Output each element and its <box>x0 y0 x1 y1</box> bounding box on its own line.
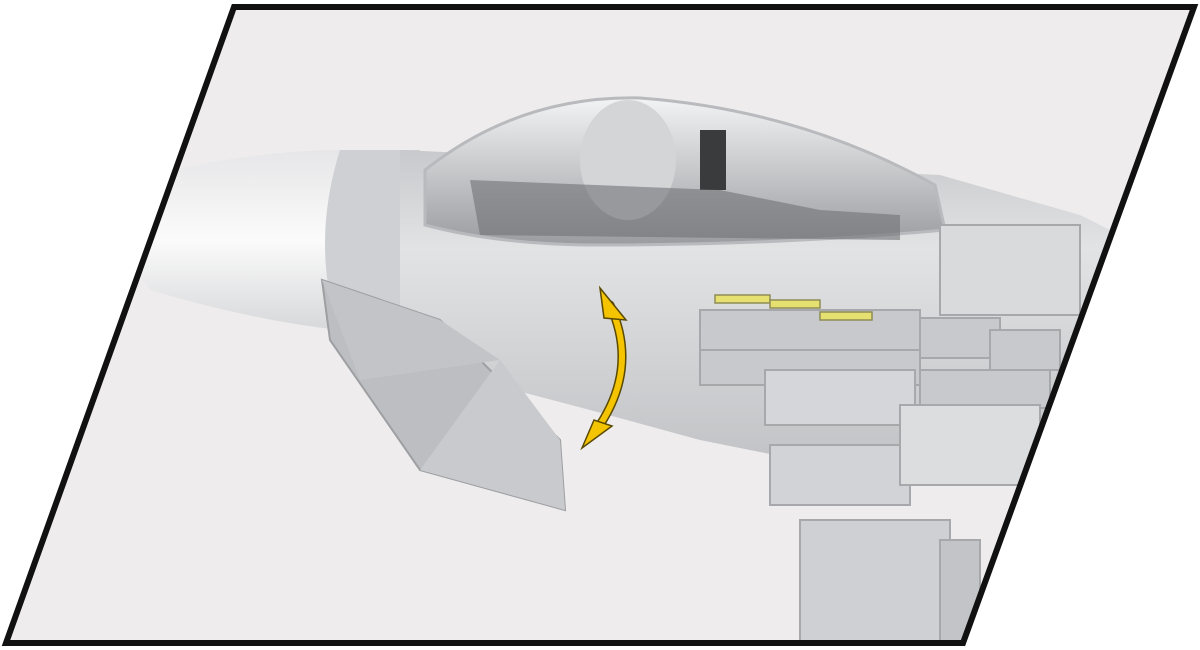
seat-headrest <box>700 130 726 190</box>
frame-border <box>1 4 1199 646</box>
side-panels <box>699 224 1081 643</box>
stripe-decals <box>714 294 873 321</box>
canard-wing <box>320 278 567 512</box>
nose-cone <box>130 150 340 330</box>
cockpit-interior <box>470 180 900 240</box>
rotation-arrow-icon <box>580 285 628 451</box>
